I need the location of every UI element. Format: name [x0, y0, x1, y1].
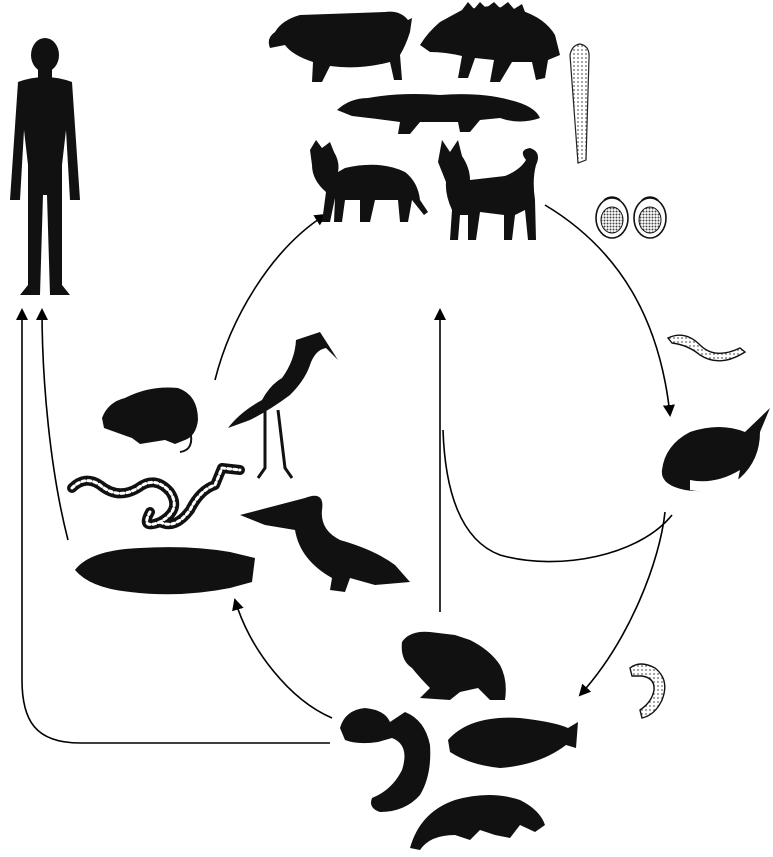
fish-silhouette — [448, 718, 578, 768]
pelican-silhouette — [240, 496, 410, 592]
heron-silhouette — [228, 332, 338, 478]
eggs-illustration — [596, 197, 666, 238]
mustelid-silhouette — [337, 94, 540, 134]
dog-silhouette — [438, 140, 538, 240]
arrow-snakehead-to-human — [42, 310, 68, 540]
human-silhouette — [10, 38, 80, 295]
rat-silhouette — [102, 387, 198, 452]
snakehead-fish-silhouette — [75, 547, 255, 594]
arrow-eel-to-paratenic — [235, 600, 332, 718]
larva-stage-illustration — [630, 664, 665, 718]
cat-silhouette — [310, 140, 428, 222]
wild-boar-silhouette — [420, 2, 560, 82]
cycle-arrows — [22, 205, 672, 743]
salamander-silhouette — [410, 795, 545, 850]
arrow-copepod-to-center — [443, 430, 672, 562]
domestic-pig-silhouette — [269, 12, 412, 82]
free-swimming-larva-illustration — [668, 335, 745, 361]
adult-worm-illustration — [570, 44, 589, 163]
eel-silhouette — [340, 708, 430, 812]
copepod-silhouette — [662, 408, 770, 491]
snake-illustration — [72, 468, 240, 524]
frog-silhouette — [402, 632, 506, 700]
